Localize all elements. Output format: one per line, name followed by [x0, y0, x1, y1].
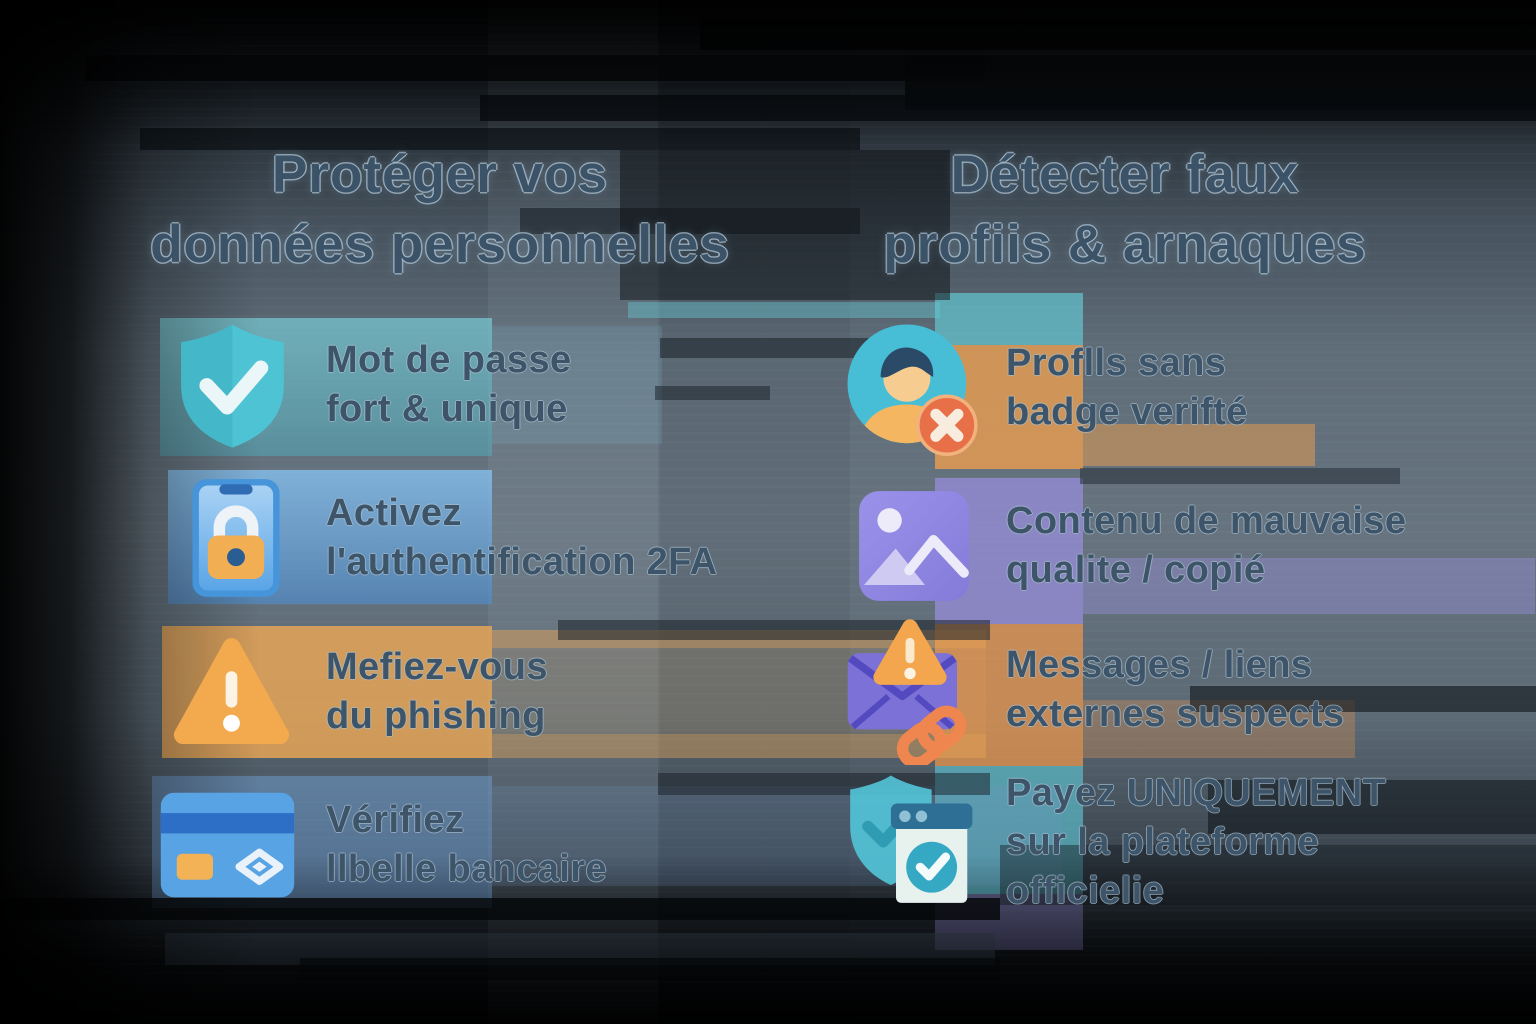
list-item-copied-content: Contenu de mauvaise qualite / copié — [848, 478, 1406, 613]
suspicious-message-link-icon — [840, 615, 980, 765]
list-item-phishing: Mefiez-vous du phishing — [163, 622, 548, 762]
item-text-line1: Payez UNIQUEMENT — [1006, 772, 1387, 814]
item-text-line1: Proflls sans — [1006, 342, 1227, 384]
left-title-line2: données personnelles — [150, 215, 730, 274]
list-item-text: Activez l'authentification 2FA — [326, 489, 718, 587]
left-column-title: Protéger vos données personnelles — [130, 140, 750, 280]
item-text-line2: llbelle bancaire — [326, 848, 607, 890]
item-text-line1: Messages / liens — [1006, 644, 1313, 686]
right-title-line1: Détecter faux — [950, 145, 1300, 204]
list-item-text: Mot de passe fort & unique — [326, 336, 572, 434]
warning-triangle-icon — [163, 622, 300, 762]
list-item-text: Mefiez-vous du phishing — [326, 643, 548, 741]
list-item-text: Payez UNIQUEMENT sur la plateforme offic… — [1006, 769, 1386, 916]
list-item-suspicious-links: Messages / liens externes suspects — [840, 615, 1344, 765]
list-item-text: Proflls sans badge verifté — [1006, 339, 1248, 437]
list-item-text: Messages / liens externes suspects — [1006, 641, 1344, 739]
list-item-bank-details: Vérifiez llbelle bancaire — [155, 775, 607, 915]
item-text-line2: sur la plateforme — [1006, 821, 1320, 863]
item-text-line2: l'authentification 2FA — [326, 541, 718, 583]
left-title-line1: Protéger vos — [271, 145, 608, 204]
item-text-line2: externes suspects — [1006, 693, 1345, 735]
item-text-line3: officielie — [1006, 870, 1165, 912]
secure-payment-shield-icon — [840, 760, 980, 925]
list-item-2fa: Activez l'authentification 2FA — [172, 468, 718, 608]
item-text-line1: Contenu de mauvaise — [1006, 499, 1407, 542]
list-item-unverified-profile: Proflls sans badge verifté — [842, 318, 1248, 458]
item-text-line1: Mefiez-vous — [326, 646, 548, 688]
shield-check-icon — [165, 315, 300, 455]
item-text-line2: du phishing — [326, 695, 546, 737]
profile-x-badge-icon — [842, 318, 980, 458]
right-title-line2: profiis & arnaques — [883, 215, 1367, 274]
phone-2fa-lock-icon — [172, 468, 300, 608]
item-text-line1: Mot de passe — [326, 339, 572, 381]
list-item-password: Mot de passe fort & unique — [165, 315, 572, 455]
item-text-line1: Activez — [326, 492, 462, 534]
right-column-title: Détecter faux profiis & arnaques — [820, 140, 1430, 280]
image-placeholder-icon — [848, 478, 980, 613]
item-text-line2: fort & unique — [326, 388, 568, 430]
list-item-text: Vérifiez llbelle bancaire — [326, 796, 607, 894]
credit-card-icon — [155, 775, 300, 915]
list-item-text: Contenu de mauvaise qualite / copié — [1006, 497, 1406, 595]
item-text-line2: badge verifté — [1006, 391, 1248, 433]
item-text-line1: Vérifiez — [326, 799, 465, 841]
item-text-line2: qualite / copié — [1006, 548, 1266, 591]
list-item-official-payment: Payez UNIQUEMENT sur la plateforme offic… — [840, 760, 1386, 925]
